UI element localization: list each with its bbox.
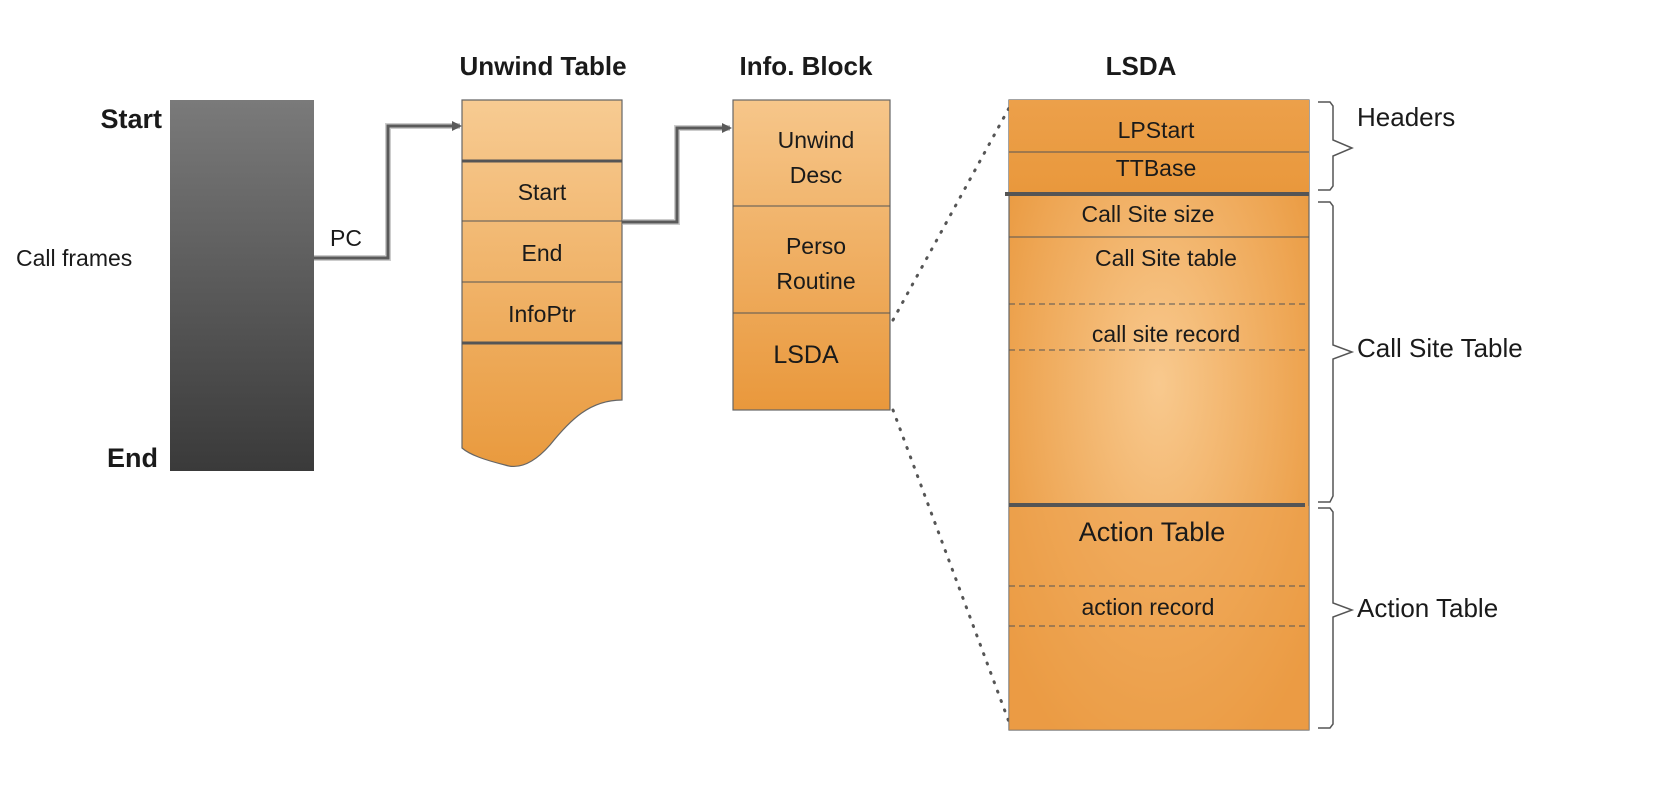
unwind-table-title: Unwind Table [459,51,626,81]
info-row-desc: Desc [790,162,842,188]
call-frames-label: Call frames [16,245,132,271]
lsda-ttbase: TTBase [1116,155,1197,181]
info-row-lsda: LSDA [773,341,839,369]
zoom-line-bottom [891,408,1011,724]
info-row-unwind: Unwind [778,127,855,153]
infoptr-arrow [622,123,732,225]
stack-start-label: Start [100,104,162,134]
pc-arrow-line [314,121,462,260]
info-block: Info. Block Unwind Desc Perso Routine LS… [732,51,891,411]
brackets [1318,101,1355,729]
lsda-call-site-size: Call Site size [1082,201,1215,227]
call-stack: Start End Call frames [16,100,314,473]
lsda-action-record: action record [1082,594,1215,620]
pc-label: PC [330,225,362,251]
info-block-title: Info. Block [740,51,873,81]
infoptr-arrow-line [622,123,732,224]
unwind-row-start: Start [518,179,567,205]
info-block-body [732,99,891,411]
lsda-lpstart: LPStart [1118,117,1195,143]
unwind-table-body [461,99,623,467]
lsda-call-site-record: call site record [1092,321,1240,347]
lsda-action-table: Action Table [1079,517,1226,547]
stack-end-label: End [107,443,158,473]
pc-arrow: PC [314,121,462,261]
headers-bracket-label: Headers [1357,102,1455,132]
info-row-routine: Routine [776,268,855,294]
call-site-table-bracket [1318,201,1355,503]
zoom-lines [891,106,1011,724]
info-row-perso: Perso [786,233,846,259]
action-table-bracket [1318,507,1355,729]
lsda-action-area [1009,506,1309,730]
lsda-headers-area [1009,100,1309,193]
call-stack-bar [170,100,314,471]
unwind-row-end: End [522,240,563,266]
headers-bracket [1318,101,1354,191]
bracket-labels: Headers Call Site Table Action Table [1357,102,1523,623]
unwind-table: Unwind Table Start End InfoPtr [459,51,627,467]
action-table-bracket-label: Action Table [1357,593,1498,623]
unwind-row-infoptr: InfoPtr [508,301,576,327]
call-site-table-bracket-label: Call Site Table [1357,333,1523,363]
zoom-line-top [891,106,1011,322]
lsda-call-site-table: Call Site table [1095,245,1237,271]
lsda-title: LSDA [1106,51,1177,81]
lsda-block: LSDA LPStart TTBase Call Site size Call … [1005,51,1310,731]
